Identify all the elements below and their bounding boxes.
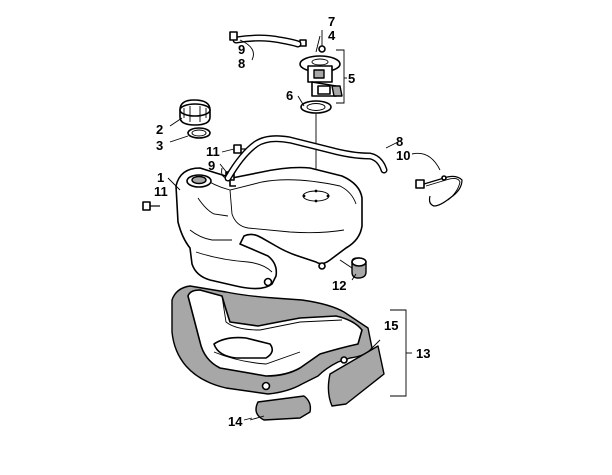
fuel-cap bbox=[179, 99, 211, 126]
bolt-left bbox=[142, 201, 160, 211]
fuel-level-sender bbox=[415, 175, 463, 207]
callout-8-right: 8 bbox=[396, 134, 403, 149]
cap-gasket bbox=[187, 127, 211, 139]
callout-8-upper: 8 bbox=[238, 56, 245, 71]
callout-15: 15 bbox=[384, 318, 398, 333]
callout-9-lower: 9 bbox=[208, 158, 215, 173]
callout-1: 1 bbox=[157, 170, 164, 185]
callout-12: 12 bbox=[332, 278, 346, 293]
leader-lines bbox=[167, 30, 441, 421]
fuel-tank bbox=[175, 166, 363, 290]
callout-10: 10 bbox=[396, 148, 410, 163]
fuel-pump-gasket-ring bbox=[300, 100, 332, 114]
vent-hose-small bbox=[229, 31, 302, 48]
callout-9-upper: 9 bbox=[238, 42, 245, 57]
callout-2: 2 bbox=[156, 122, 163, 137]
assembly-bracket bbox=[336, 49, 345, 104]
callout-4: 4 bbox=[328, 28, 336, 43]
skid-plate-15 bbox=[327, 345, 385, 407]
callout-11-upper: 11 bbox=[206, 144, 220, 159]
callout-7: 7 bbox=[328, 14, 335, 29]
callout-labels: 1 11 2 3 11 9 9 8 7 4 5 6 8 10 12 15 13 … bbox=[154, 14, 430, 429]
callout-3: 3 bbox=[156, 138, 163, 153]
callout-14: 14 bbox=[228, 414, 243, 429]
tank-tray bbox=[171, 285, 373, 395]
fuel-pump-assembly bbox=[299, 39, 343, 97]
callout-6: 6 bbox=[286, 88, 293, 103]
callout-11-left: 11 bbox=[154, 184, 168, 199]
callout-13: 13 bbox=[416, 346, 430, 361]
vent-hose-long bbox=[224, 135, 388, 182]
skid-plate-14 bbox=[255, 395, 312, 421]
grommet bbox=[339, 257, 367, 279]
callout-5: 5 bbox=[348, 71, 355, 86]
